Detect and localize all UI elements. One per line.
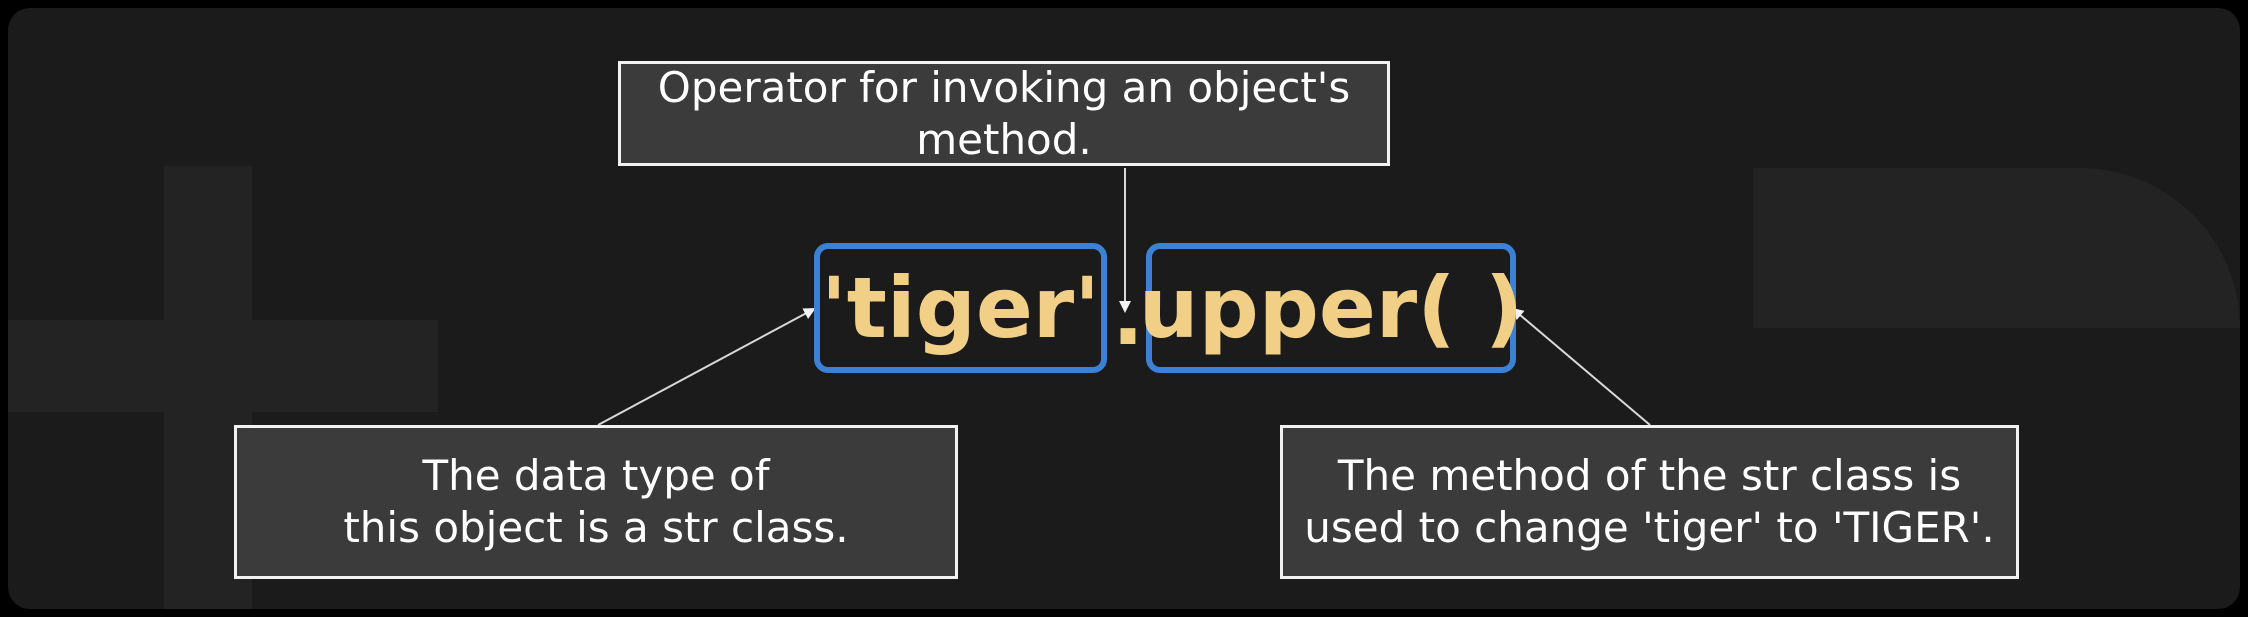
callout-method: The method of the str class is used to c…: [1280, 425, 2019, 579]
decorative-corner-shape-stem: [1753, 168, 1843, 328]
diagram-canvas: Operator for invoking an object's method…: [8, 8, 2240, 609]
arrow-method: [1511, 307, 1651, 426]
code-dot-operator: .: [1112, 266, 1144, 364]
code-object-box: 'tiger': [814, 243, 1107, 373]
callout-method-line1: The method of the str class is: [1337, 451, 1962, 500]
arrow-data-type: [597, 308, 816, 426]
callout-data-type: The data type of this object is a str cl…: [234, 425, 958, 579]
callout-operator: Operator for invoking an object's method…: [618, 61, 1390, 166]
callout-data-type-line1: The data type of: [422, 451, 770, 500]
code-method-text: upper( ): [1138, 259, 1524, 357]
callout-operator-text: Operator for invoking an object's method…: [657, 62, 1351, 164]
callout-data-type-line2: this object is a str class.: [343, 503, 849, 552]
connector-arrows: [597, 168, 1651, 426]
code-method-box: upper( ): [1139, 243, 1523, 373]
callout-method-line2: used to change 'tiger' to 'TIGER'.: [1304, 503, 1995, 552]
decorative-plus-horizontal: [8, 320, 438, 412]
code-object-text: 'tiger': [821, 259, 1100, 357]
